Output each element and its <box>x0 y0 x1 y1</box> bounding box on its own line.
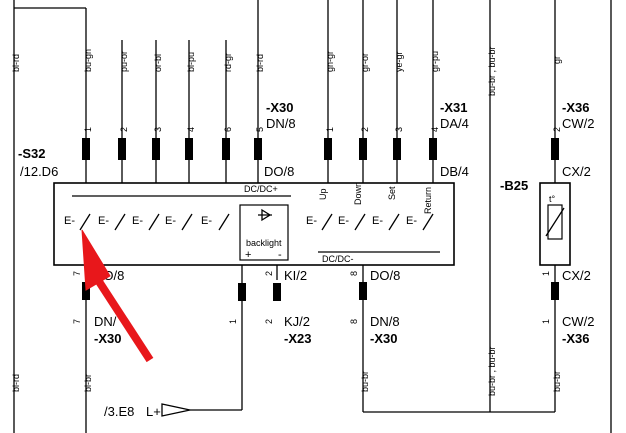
dcdc-plus-label: DC/DC+ <box>244 184 278 194</box>
svg-text:bl-rd: bl-rd <box>11 374 21 392</box>
x30-mid: -X30 <box>370 331 397 346</box>
x30-left: -X30 <box>94 331 121 346</box>
ki2: KI/2 <box>284 268 307 283</box>
svg-text:gn-gr: gn-gr <box>325 51 335 72</box>
dn-left: DN/ <box>94 314 117 329</box>
svg-text:bu-br: bu-br <box>360 371 370 392</box>
svg-text:8: 8 <box>349 319 359 324</box>
svg-text:1: 1 <box>83 127 93 132</box>
s32-module-box <box>53 182 455 266</box>
svg-text:E-: E- <box>372 215 383 227</box>
x36-top-name: -X36 <box>562 100 589 115</box>
svg-text:2: 2 <box>264 271 274 276</box>
s32-name: -S32 <box>18 146 45 161</box>
svg-text:E-: E- <box>165 215 176 227</box>
svg-text:3: 3 <box>394 127 404 132</box>
button-labels: Up Down Set Return <box>318 182 433 214</box>
dn8-mid: DN/8 <box>370 314 400 329</box>
svg-text:E-: E- <box>132 215 143 227</box>
svg-text:1: 1 <box>541 319 551 324</box>
svg-text:1: 1 <box>228 319 238 324</box>
ref-bottom: /3.E8 <box>104 404 134 419</box>
svg-text:ye-gr: ye-gr <box>394 51 404 72</box>
svg-text:E-: E- <box>338 215 349 227</box>
btn-return-label: Return <box>423 187 433 214</box>
do8-top: DO/8 <box>264 164 294 179</box>
cx2-bot: CX/2 <box>562 268 591 283</box>
cw2-bot: CW/2 <box>562 314 595 329</box>
svg-text:6: 6 <box>223 127 233 132</box>
svg-text:2: 2 <box>119 127 129 132</box>
svg-text:bl-rd: bl-rd <box>255 54 265 72</box>
x30-top-code: DN/8 <box>266 116 296 131</box>
svg-text:4: 4 <box>186 127 196 132</box>
svg-text:or-bl: or-bl <box>153 54 163 72</box>
x23: -X23 <box>284 331 311 346</box>
wire-labels-top: bl-rd bu-gn pu-or or-bl bl-pu rd-gr bl-r… <box>11 46 562 96</box>
btn-set-label: Set <box>387 186 397 200</box>
svg-text:bu-br , bu-br: bu-br , bu-br <box>487 46 497 96</box>
signal-arrow-icon <box>161 403 191 417</box>
svg-text:gr: gr <box>552 56 562 64</box>
b25-name: -B25 <box>500 178 528 193</box>
x36-bot: -X36 <box>562 331 589 346</box>
svg-text:2: 2 <box>264 319 274 324</box>
kj2: KJ/2 <box>284 314 310 329</box>
minus-label: - <box>278 249 282 261</box>
backlight-label: backlight <box>246 238 282 248</box>
svg-text:2: 2 <box>552 127 562 132</box>
svg-text:5: 5 <box>255 127 265 132</box>
svg-text:bl-pu: bl-pu <box>186 52 196 72</box>
svg-text:1: 1 <box>325 127 335 132</box>
x31-name: -X31 <box>440 100 467 115</box>
svg-text:3: 3 <box>153 127 163 132</box>
svg-text:gr-pu: gr-pu <box>430 51 440 72</box>
plus-label: + <box>245 249 251 261</box>
switch-label: E- <box>64 215 75 227</box>
pin-numbers-bottom: 7 2 8 1 7 1 2 8 1 <box>72 271 551 324</box>
switch-group: E- E- E- E- E- E- E- E- E- <box>64 213 434 231</box>
svg-text:7: 7 <box>72 319 82 324</box>
lplus-label: L+ <box>146 404 161 419</box>
svg-text:bl-br: bl-br <box>83 374 93 392</box>
connector-row-top <box>82 138 559 160</box>
svg-text:E-: E- <box>306 215 317 227</box>
x36-top-code: CW/2 <box>562 116 595 131</box>
svg-text:bl-rd: bl-rd <box>11 54 21 72</box>
svg-text:E-: E- <box>406 215 417 227</box>
wire-labels-bottom: bl-rd bl-br bu-br bu-br , bu-br bu-br <box>11 346 562 396</box>
s32-ref: /12.D6 <box>20 164 58 179</box>
svg-text:4: 4 <box>430 127 440 132</box>
db4: DB/4 <box>440 164 469 179</box>
backlight-box <box>239 204 289 261</box>
svg-text:bu-br: bu-br <box>552 371 562 392</box>
do8-mid: DO/8 <box>370 268 400 283</box>
svg-text:8: 8 <box>349 271 359 276</box>
x30-top-name: -X30 <box>266 100 293 115</box>
svg-text:bu-gn: bu-gn <box>83 49 93 72</box>
svg-text:2: 2 <box>360 127 370 132</box>
btn-down-label: Down <box>353 182 363 205</box>
box-feed-wires <box>85 160 556 183</box>
svg-text:rd-gr: rd-gr <box>223 53 233 72</box>
long-wires <box>13 0 612 433</box>
svg-text:bu-br , bu-br: bu-br , bu-br <box>487 346 497 396</box>
svg-text:E-: E- <box>98 215 109 227</box>
svg-text:E-: E- <box>201 215 212 227</box>
connector-row-bottom <box>82 265 559 301</box>
svg-text:gr-or: gr-or <box>360 53 370 72</box>
b25-symbol: t° <box>549 194 556 204</box>
btn-up-label: Up <box>318 188 328 200</box>
cx2-top: CX/2 <box>562 164 591 179</box>
dcdc-minus-label: DC/DC- <box>322 254 354 264</box>
pin-numbers-top: 1 2 3 4 6 5 1 2 3 4 2 <box>83 127 562 132</box>
svg-text:1: 1 <box>541 271 551 276</box>
red-pointer-arrow-icon <box>81 229 154 363</box>
x31-code: DA/4 <box>440 116 469 131</box>
svg-text:pu-or: pu-or <box>119 51 129 72</box>
svg-text:7: 7 <box>72 271 82 276</box>
